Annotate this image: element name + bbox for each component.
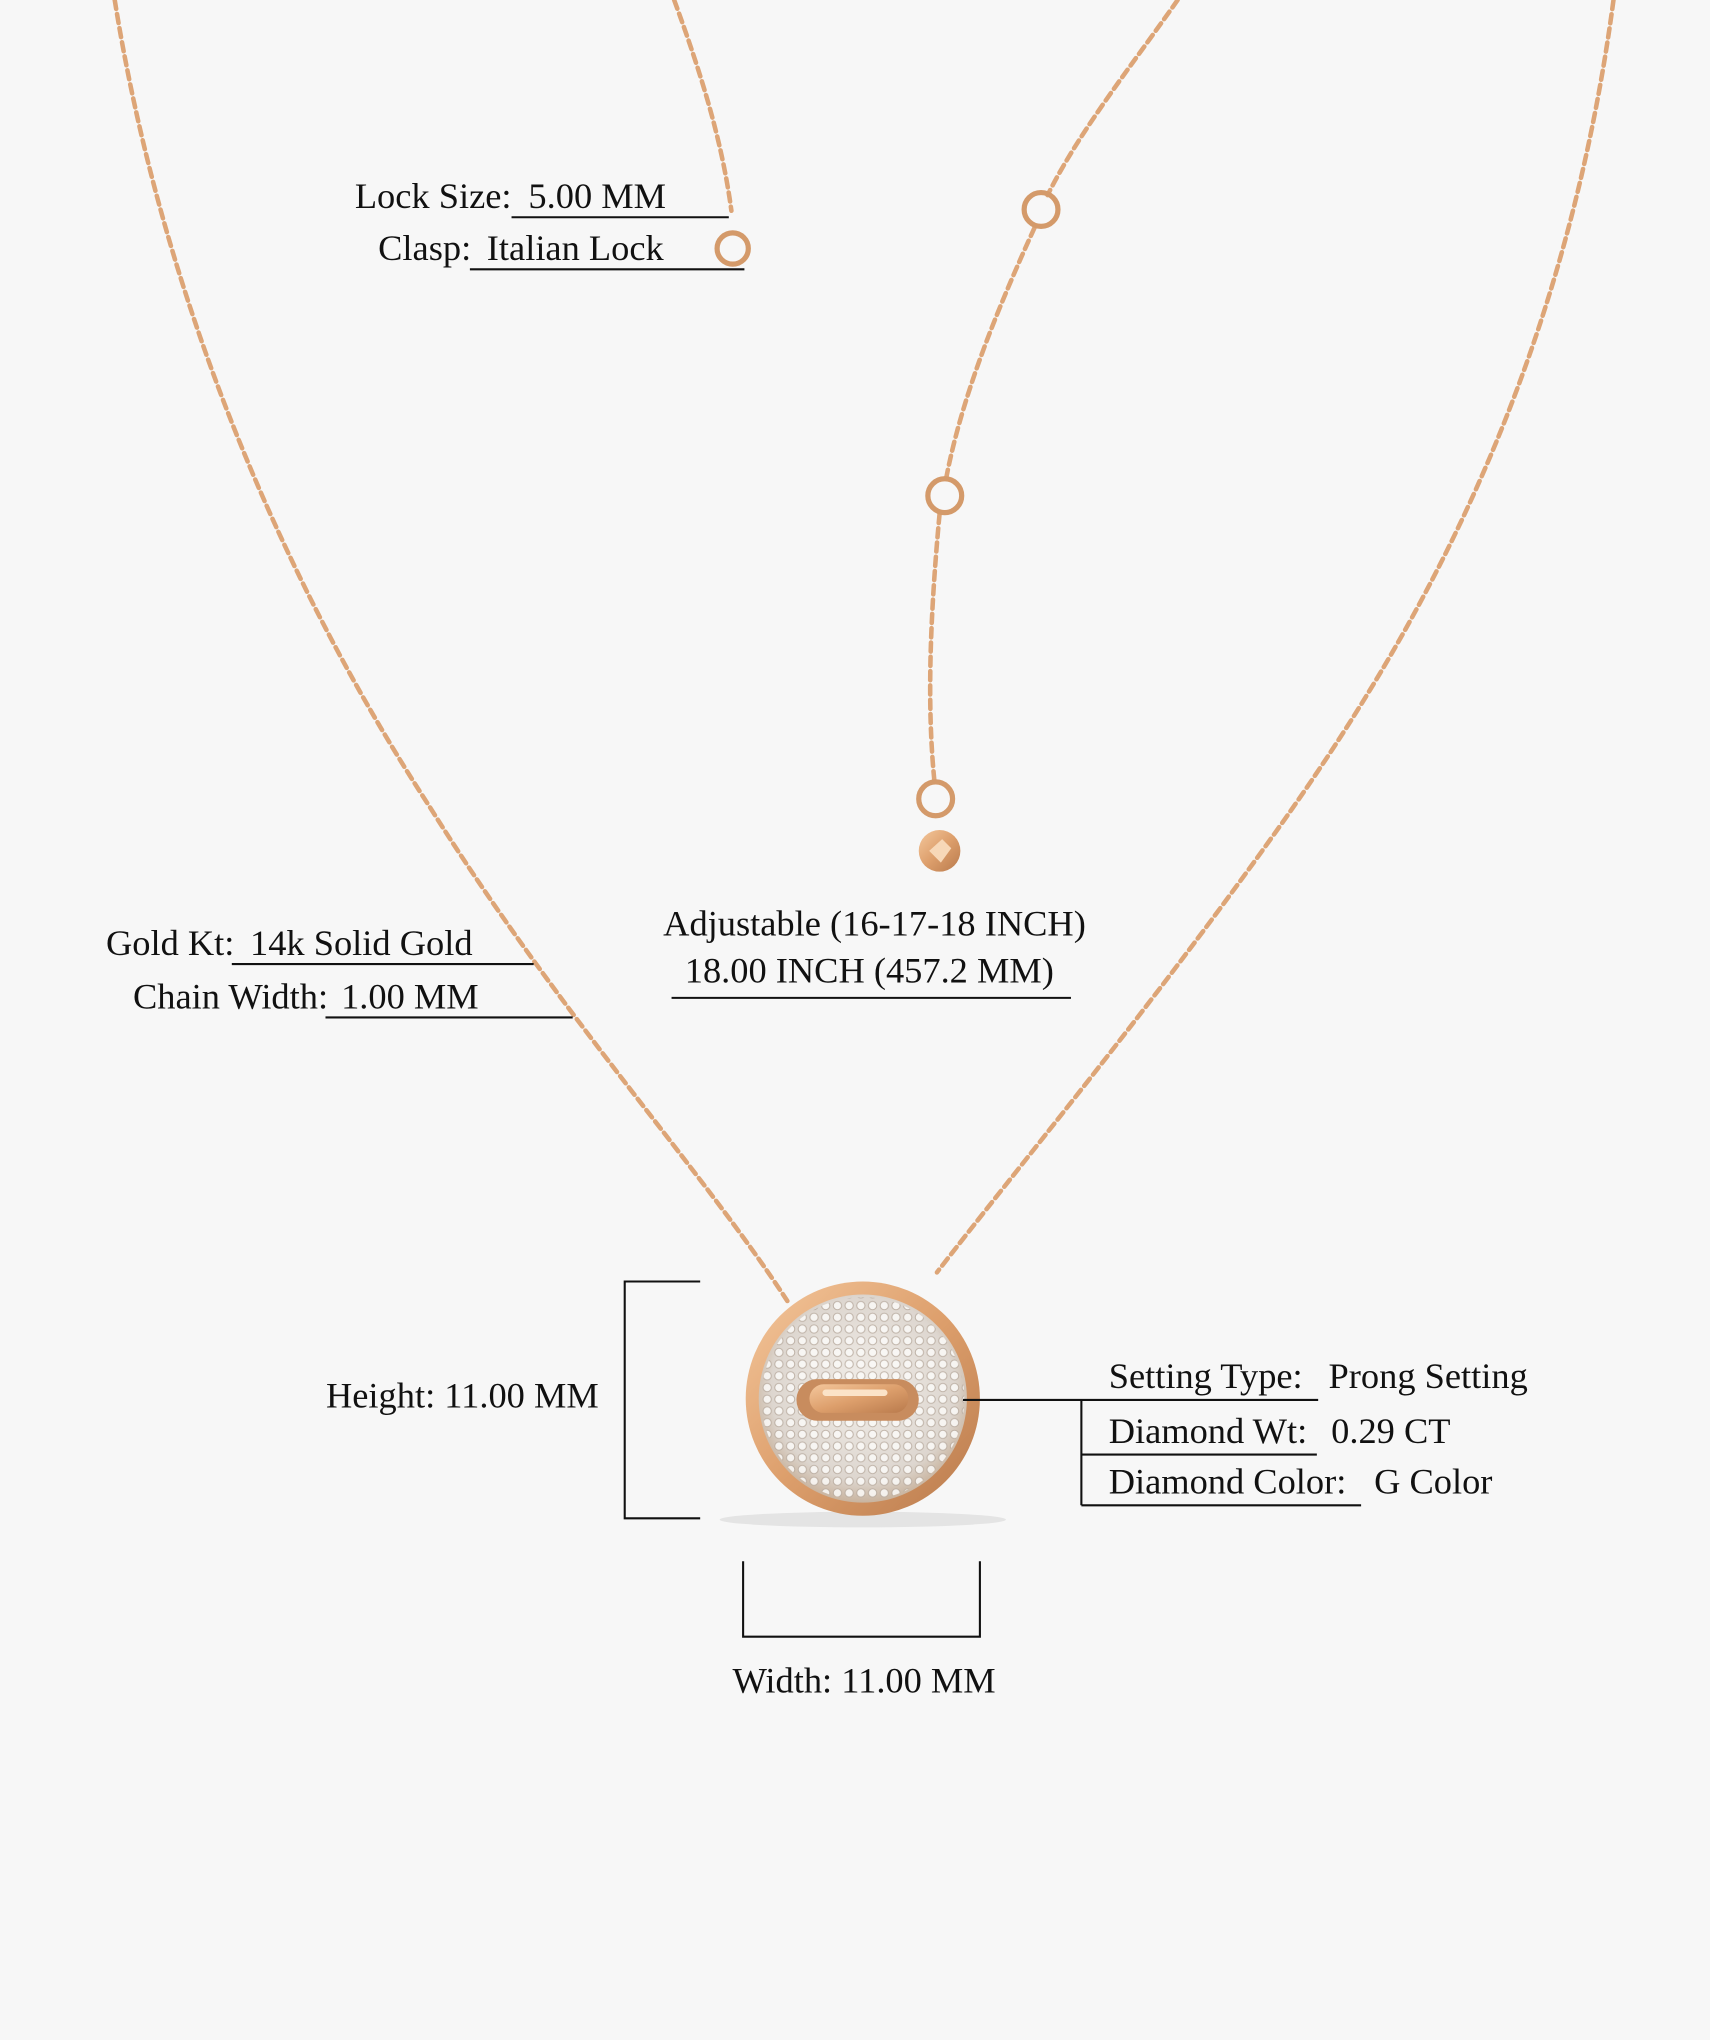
gold-kt-value: 14k Solid Gold	[250, 923, 473, 963]
clasp-value: Italian Lock	[487, 228, 665, 268]
extender-rings	[916, 189, 1061, 819]
length-value: 18.00 INCH (457.2 MM)	[685, 950, 1054, 990]
diamond-color-label: Diamond Color:	[1109, 1462, 1347, 1502]
width-dimension: Width: 11.00 MM	[733, 1661, 996, 1701]
diamond-color-value: G Color	[1374, 1462, 1492, 1502]
annotation-lines	[231, 216, 1362, 1638]
gold-kt-label: Gold Kt:	[106, 923, 234, 963]
height-dimension: Height: 11.00 MM	[326, 1376, 599, 1416]
clasp-ring	[714, 230, 751, 267]
setting-type-value: Prong Setting	[1329, 1356, 1528, 1396]
lock-size-value: 5.00 MM	[528, 176, 666, 216]
clasp-label: Clasp:	[378, 228, 471, 268]
length-adjustable: Adjustable (16-17-18 INCH)	[663, 903, 1086, 943]
diamond-wt-label: Diamond Wt:	[1109, 1411, 1308, 1451]
setting-type-label: Setting Type:	[1109, 1356, 1303, 1396]
logo-tag	[918, 830, 961, 872]
pendant	[719, 1281, 1006, 1528]
lock-size-label: Lock Size:	[355, 176, 512, 216]
diamond-wt-value: 0.29 CT	[1331, 1411, 1450, 1451]
necklace-chain	[112, 0, 1616, 1304]
chain-width-label: Chain Width:	[133, 976, 328, 1016]
chain-width-value: 1.00 MM	[341, 976, 479, 1016]
